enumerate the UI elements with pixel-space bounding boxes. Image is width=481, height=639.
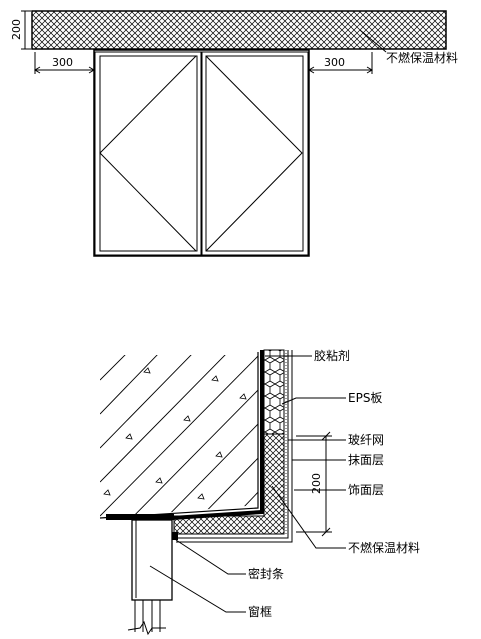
wall-face xyxy=(99,352,259,519)
section-detail: 200 胶粘剂 EPS板 玻纤网 抹面层 饰面层 不燃保温材料 密封条 窗框 xyxy=(99,348,420,636)
sealing-strip-shape xyxy=(172,532,178,540)
insulation-leader xyxy=(359,29,387,53)
elevation-view: 200 300 300 不燃保温材料 xyxy=(10,10,458,257)
eps-board-vertical xyxy=(263,349,285,435)
left-overlap-text: 300 xyxy=(52,56,73,69)
right-sash-inner xyxy=(205,55,304,252)
section-height-dimension: 200 xyxy=(296,431,332,537)
section-height-text: 200 xyxy=(310,473,323,494)
label-insulation: 不燃保温材料 xyxy=(348,540,420,555)
concrete-aggregate-marks xyxy=(103,367,247,500)
right-sash-opening-marks xyxy=(205,55,303,252)
label-finish-layer: 饰面层 xyxy=(348,483,384,497)
right-overlap-text: 300 xyxy=(324,56,345,69)
label-adhesive: 胶粘剂 xyxy=(314,348,350,363)
label-plaster-layer: 抹面层 xyxy=(348,453,384,467)
left-sash-outer xyxy=(94,51,202,256)
label-fiberglass-mesh: 玻纤网 xyxy=(348,433,384,447)
window-frame-profile xyxy=(131,519,173,601)
left-overlap-dimension: 300 xyxy=(34,52,95,74)
soffit-adhesive xyxy=(106,514,174,520)
label-eps-board: EPS板 xyxy=(348,391,382,405)
right-overlap-dimension: 300 xyxy=(308,52,373,74)
left-sash-opening-marks xyxy=(99,55,197,252)
plaster-layer-line xyxy=(174,350,289,539)
elevation-insulation-label: 不燃保温材料 xyxy=(386,50,458,65)
break-line xyxy=(127,620,166,636)
leader-lines xyxy=(149,355,346,613)
non-combustible-insulation xyxy=(173,433,285,535)
height-dimension: 200 xyxy=(10,10,31,50)
insulation-strip xyxy=(31,10,447,50)
wall-hatch xyxy=(100,355,258,518)
right-sash-outer xyxy=(201,51,309,256)
label-sealing-strip: 密封条 xyxy=(248,566,284,581)
height-dimension-text: 200 xyxy=(10,19,23,40)
finish-layer-line xyxy=(176,350,293,543)
label-window-frame: 窗框 xyxy=(248,605,272,619)
